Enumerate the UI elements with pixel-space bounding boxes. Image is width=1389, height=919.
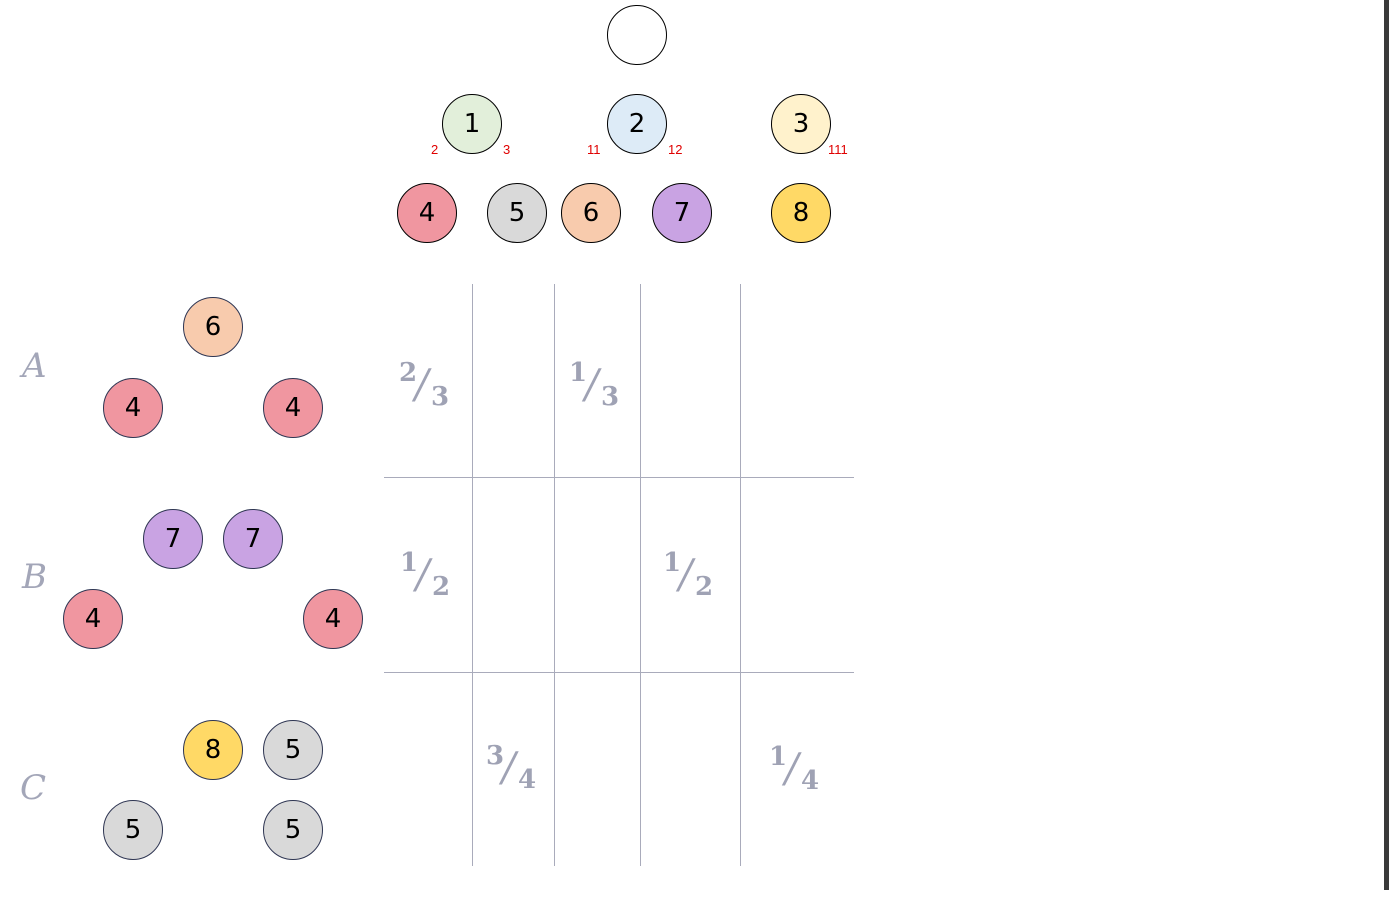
grid-horizontal-line bbox=[384, 672, 854, 673]
fraction-b-col4: 1 / 2 bbox=[663, 548, 723, 608]
fraction-numerator: 1 bbox=[569, 358, 588, 388]
tree-node-3: 3 bbox=[771, 94, 831, 154]
fraction-b-col1: 1 / 2 bbox=[400, 548, 460, 608]
row-c-node: 8 bbox=[183, 720, 243, 780]
row-a-node: 4 bbox=[263, 378, 323, 438]
fraction-numerator: 3 bbox=[486, 741, 505, 771]
fraction-numerator: 2 bbox=[399, 358, 418, 388]
grid-vertical-line bbox=[554, 284, 555, 866]
row-c-node: 5 bbox=[103, 800, 163, 860]
edge-label: 111 bbox=[828, 142, 848, 157]
fraction-slash: / bbox=[415, 362, 429, 408]
tree-node-2: 2 bbox=[607, 94, 667, 154]
tree-node-5: 5 bbox=[487, 183, 547, 243]
fraction-slash: / bbox=[502, 745, 516, 791]
edge-label: 12 bbox=[668, 142, 683, 157]
fraction-slash: / bbox=[585, 362, 599, 408]
tree-node-4: 4 bbox=[397, 183, 457, 243]
row-b-node: 7 bbox=[223, 509, 283, 569]
edge-label: 2 bbox=[431, 142, 439, 157]
row-a-node: 6 bbox=[183, 297, 243, 357]
grid-vertical-line bbox=[472, 284, 473, 866]
row-b-node: 4 bbox=[63, 589, 123, 649]
fraction-numerator: 1 bbox=[663, 548, 682, 578]
fraction-slash: / bbox=[416, 552, 430, 598]
tree-root-node bbox=[607, 5, 667, 65]
fraction-denominator: 3 bbox=[431, 382, 450, 412]
edge-label: 3 bbox=[503, 142, 511, 157]
tree-node-7: 7 bbox=[652, 183, 712, 243]
fraction-a-col1: 2 / 3 bbox=[399, 358, 459, 418]
fraction-denominator: 2 bbox=[432, 572, 451, 602]
row-b-node: 7 bbox=[143, 509, 203, 569]
row-c-node: 5 bbox=[263, 720, 323, 780]
fraction-numerator: 1 bbox=[400, 548, 419, 578]
row-c-node: 5 bbox=[263, 800, 323, 860]
tree-node-6: 6 bbox=[561, 183, 621, 243]
edge-label: 11 bbox=[587, 142, 601, 157]
tree-node-8: 8 bbox=[771, 183, 831, 243]
fraction-c-col5: 1 / 4 bbox=[769, 742, 829, 802]
fraction-denominator: 4 bbox=[801, 766, 820, 796]
fraction-denominator: 2 bbox=[695, 572, 714, 602]
grid-horizontal-line bbox=[384, 477, 854, 478]
fraction-numerator: 1 bbox=[769, 742, 788, 772]
row-label-a: A bbox=[22, 346, 47, 386]
fraction-denominator: 4 bbox=[518, 765, 537, 795]
fraction-c-col2: 3 / 4 bbox=[486, 741, 546, 801]
window-edge-bar bbox=[1384, 0, 1389, 890]
tree-node-1: 1 bbox=[442, 94, 502, 154]
fraction-denominator: 3 bbox=[601, 382, 620, 412]
grid-vertical-line bbox=[640, 284, 641, 866]
row-label-c: C bbox=[20, 768, 47, 808]
row-label-b: B bbox=[22, 557, 47, 597]
grid-vertical-line bbox=[740, 284, 741, 866]
row-a-node: 4 bbox=[103, 378, 163, 438]
fraction-a-col3: 1 / 3 bbox=[569, 358, 629, 418]
fraction-slash: / bbox=[679, 552, 693, 598]
row-b-node: 4 bbox=[303, 589, 363, 649]
fraction-slash: / bbox=[785, 746, 799, 792]
